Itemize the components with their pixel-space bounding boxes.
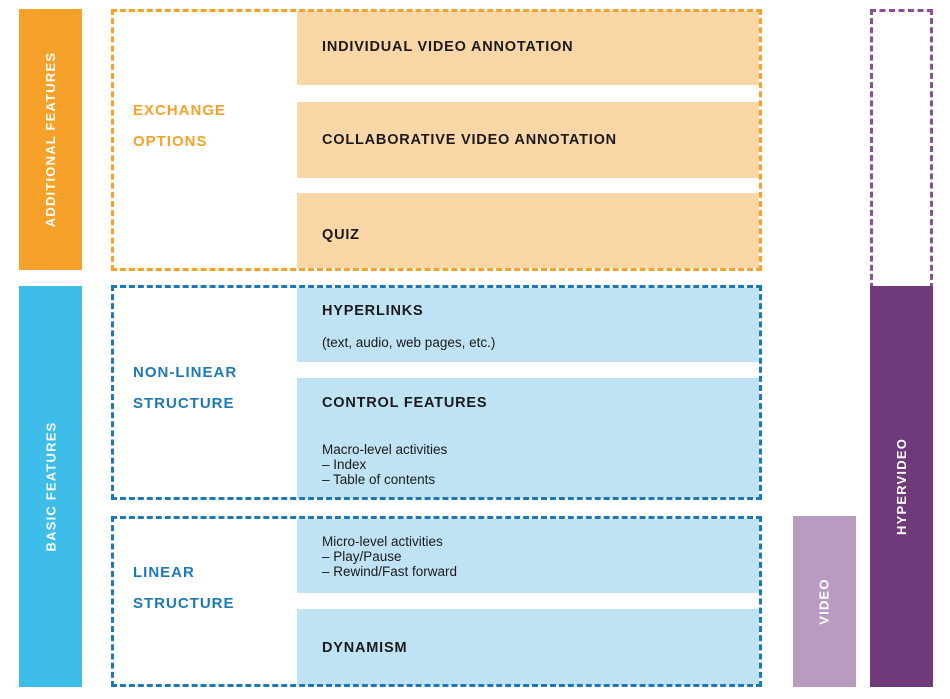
macro-line: Macro-level activities [322, 442, 448, 457]
control-features-box: CONTROL FEATURES Macro-level activities … [297, 378, 759, 498]
hyperlinks-subtitle: (text, audio, web pages, etc.) [322, 335, 496, 350]
additional-features-label: ADDITIONAL FEATURES [43, 51, 58, 228]
micro-line: Micro-level activities [322, 534, 443, 549]
group-label-line: OPTIONS [133, 133, 208, 150]
individual-video-annotation-title: INDIVIDUAL VIDEO ANNOTATION [322, 39, 574, 55]
group-label-line: NON-LINEAR [133, 364, 238, 381]
micro-line: – Play/Pause [322, 549, 402, 564]
hyperlinks-box: HYPERLINKS (text, audio, web pages, etc.… [297, 288, 759, 362]
macro-line: – Index [322, 457, 367, 472]
macro-line: – Table of contents [322, 472, 436, 487]
video-bar: VIDEO [793, 516, 856, 687]
exchange-options-group [111, 9, 762, 271]
collaborative-video-annotation-box: COLLABORATIVE VIDEO ANNOTATION [297, 102, 759, 178]
exchange-options-label: EXCHANGE OPTIONS [133, 95, 226, 157]
linear-structure-group [111, 516, 762, 687]
group-label-line: EXCHANGE [133, 102, 227, 119]
basic-features-bar: BASIC FEATURES [19, 286, 82, 687]
quiz-box: QUIZ [297, 193, 759, 268]
micro-line: – Rewind/Fast forward [322, 564, 458, 579]
group-label-line: LINEAR [133, 564, 195, 581]
non-linear-structure-label: NON-LINEAR STRUCTURE [133, 357, 237, 419]
hypervideo-dashed-extension [870, 9, 933, 289]
micro-activities-box: Micro-level activities – Play/Pause – Re… [297, 519, 759, 593]
group-label-line: STRUCTURE [133, 395, 235, 412]
non-linear-structure-group [111, 285, 762, 500]
individual-video-annotation-box: INDIVIDUAL VIDEO ANNOTATION [297, 11, 759, 85]
additional-features-bar: ADDITIONAL FEATURES [19, 9, 82, 270]
macro-activities-list: Macro-level activities – Index – Table o… [322, 442, 447, 487]
video-label: VIDEO [817, 578, 832, 625]
hypervideo-label: HYPERVIDEO [894, 437, 910, 536]
collaborative-video-annotation-title: COLLABORATIVE VIDEO ANNOTATION [322, 132, 617, 148]
micro-activities-list: Micro-level activities – Play/Pause – Re… [322, 534, 457, 579]
quiz-title: QUIZ [322, 226, 360, 243]
hypervideo-bar: HYPERVIDEO [870, 286, 933, 687]
basic-features-label: BASIC FEATURES [43, 421, 58, 552]
hyperlinks-title: HYPERLINKS [322, 303, 424, 319]
control-features-title: CONTROL FEATURES [322, 395, 488, 411]
group-label-line: STRUCTURE [133, 595, 235, 612]
dynamism-box: DYNAMISM [297, 609, 759, 685]
dynamism-title: DYNAMISM [322, 640, 408, 656]
linear-structure-label: LINEAR STRUCTURE [133, 557, 235, 619]
